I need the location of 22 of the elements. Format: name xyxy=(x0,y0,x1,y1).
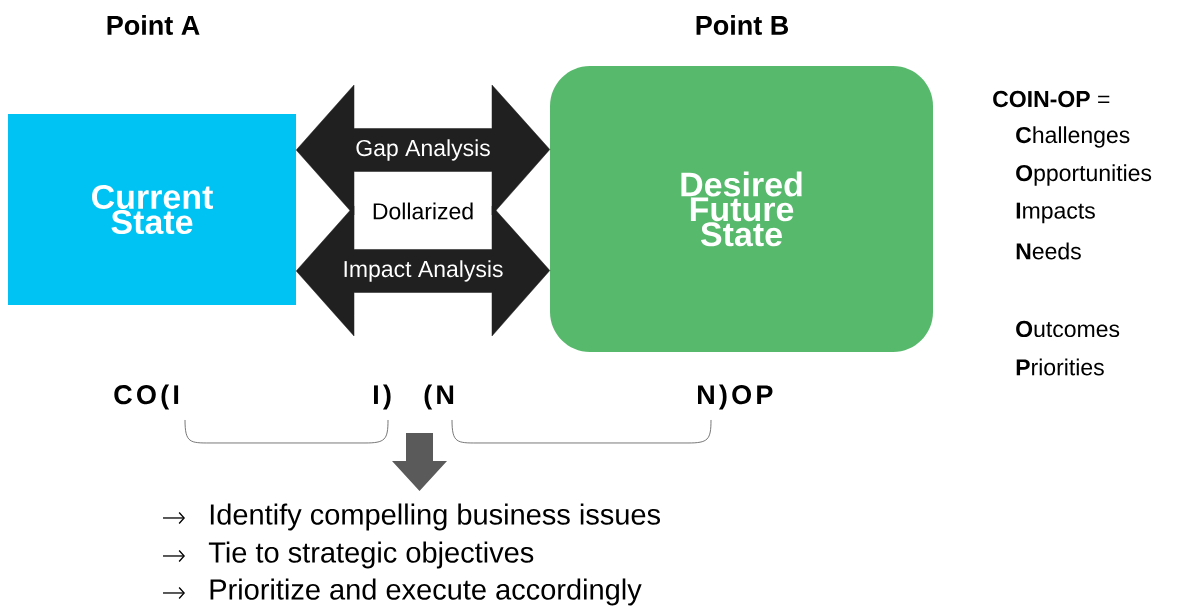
point-heading: Point A xyxy=(107,15,200,35)
bullet-item: Tie to strategic objectives xyxy=(208,541,534,569)
acronym-part: N)OP xyxy=(698,384,773,410)
edge-label: Impact Analysis xyxy=(344,260,503,282)
acronym-key: Impacts xyxy=(1016,202,1095,224)
state-box: Desired Future State xyxy=(550,66,933,352)
acronym-key: COIN-OP = xyxy=(993,90,1110,108)
state-box: Current State xyxy=(8,114,296,305)
bullet-item: Identify compelling business issues xyxy=(210,503,660,531)
bullet-item: Prioritize and execute accordingly xyxy=(210,578,642,606)
acronym-key: Priorities xyxy=(1016,358,1104,376)
acronym-key: Challenges xyxy=(1016,126,1130,148)
acronym-part: (N xyxy=(424,384,454,410)
acronym-key: Opportunities xyxy=(1016,164,1152,186)
acronym-part: I) xyxy=(374,384,391,410)
double-arrow xyxy=(295,205,551,337)
point-heading: Point B xyxy=(696,15,788,35)
acronym-key: Outcomes xyxy=(1016,320,1120,338)
middle-label: Dollarized xyxy=(373,202,473,220)
edge-label: Gap Analysis xyxy=(356,139,490,161)
acronym-key: Needs xyxy=(1016,242,1081,260)
acronym-part: CO(I xyxy=(114,384,179,410)
